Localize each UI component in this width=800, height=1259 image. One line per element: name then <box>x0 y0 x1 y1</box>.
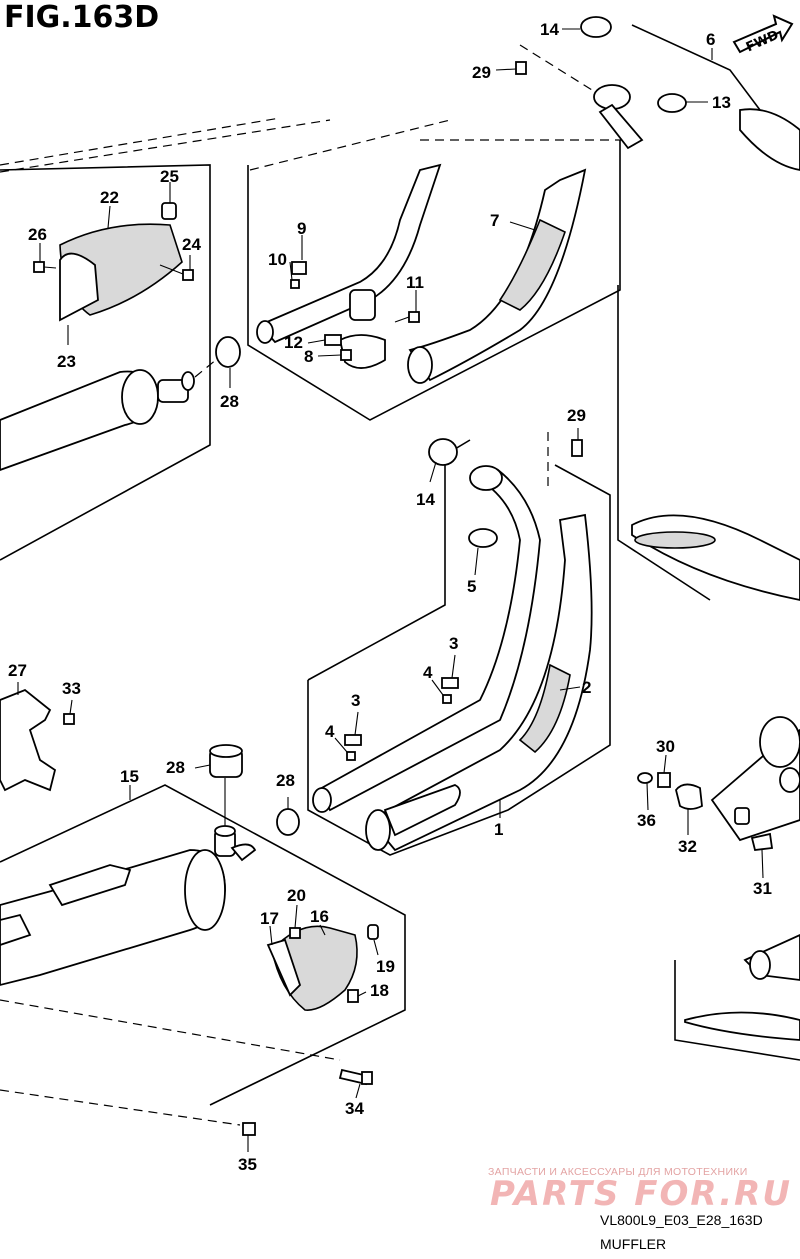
upper-center-panel <box>247 119 640 421</box>
callout-29: 29 <box>472 63 491 82</box>
callout-30: 30 <box>656 737 675 756</box>
center-right-panel <box>276 428 611 856</box>
figure-title: FIG.163D <box>4 0 160 35</box>
callout-5: 5 <box>467 577 476 596</box>
callout-28-c: 28 <box>276 771 295 790</box>
bolt-10 <box>290 279 300 289</box>
callout-15: 15 <box>120 767 139 786</box>
callout-7: 7 <box>490 211 499 230</box>
callout-3: 3 <box>449 634 458 653</box>
fwd-arrow-icon: FWD <box>732 14 794 55</box>
callout-4-b: 4 <box>325 722 335 741</box>
callout-27: 27 <box>8 661 27 680</box>
callout-31: 31 <box>753 879 772 898</box>
callout-labels: 14 6 29 13 25 22 7 9 26 24 10 11 12 8 23… <box>8 20 772 1174</box>
callout-28: 28 <box>220 392 239 411</box>
right-mount-group <box>637 716 800 1061</box>
callout-20: 20 <box>287 886 306 905</box>
watermark-logo: PARTS FOR.RU <box>490 1174 792 1214</box>
callout-16: 16 <box>310 907 329 926</box>
callout-14: 14 <box>540 20 559 39</box>
callout-24: 24 <box>182 235 201 254</box>
bolt-26 <box>33 261 57 273</box>
callout-3-b: 3 <box>351 691 360 710</box>
callout-25: 25 <box>160 167 179 186</box>
callout-14-b: 14 <box>416 490 435 509</box>
callout-29-b: 29 <box>567 406 586 425</box>
callout-23: 23 <box>57 352 76 371</box>
callout-10: 10 <box>268 250 287 269</box>
bolt-11 <box>394 311 420 323</box>
callout-13: 13 <box>712 93 731 112</box>
callout-4: 4 <box>423 663 433 682</box>
callout-18: 18 <box>370 981 389 1000</box>
clamp-25 <box>161 202 177 220</box>
bracket-12 <box>324 334 342 346</box>
left-bracket-group <box>0 682 75 792</box>
bolt-24 <box>159 264 194 281</box>
upper-left-panel <box>0 117 331 561</box>
callout-1: 1 <box>494 820 503 839</box>
callout-9: 9 <box>297 219 306 238</box>
callout-22: 22 <box>100 188 119 207</box>
nut-8 <box>340 349 352 361</box>
diagram-code: VL800L9_E03_E28_163D <box>600 1212 763 1228</box>
callout-26: 26 <box>28 225 47 244</box>
callout-6: 6 <box>706 30 715 49</box>
callout-11: 11 <box>406 273 424 292</box>
callout-34: 34 <box>345 1099 364 1118</box>
lower-panel <box>0 744 406 1152</box>
callout-32: 32 <box>678 837 697 856</box>
callout-19: 19 <box>376 957 395 976</box>
callout-28-b: 28 <box>166 758 185 777</box>
bracket-9 <box>291 261 307 275</box>
watermark-tagline: ЗАПЧАСТИ И АКСЕССУАРЫ ДЛЯ МОТОТЕХНИКИ <box>488 1166 748 1178</box>
callout-35: 35 <box>238 1155 257 1174</box>
callout-2: 2 <box>582 678 591 697</box>
callout-8: 8 <box>304 347 313 366</box>
callout-33: 33 <box>62 679 81 698</box>
callout-17: 17 <box>260 909 279 928</box>
callout-36: 36 <box>637 811 656 830</box>
upper-right-parts <box>495 16 800 601</box>
diagram-caption: MUFFLER <box>600 1236 667 1252</box>
callout-12: 12 <box>284 333 303 352</box>
